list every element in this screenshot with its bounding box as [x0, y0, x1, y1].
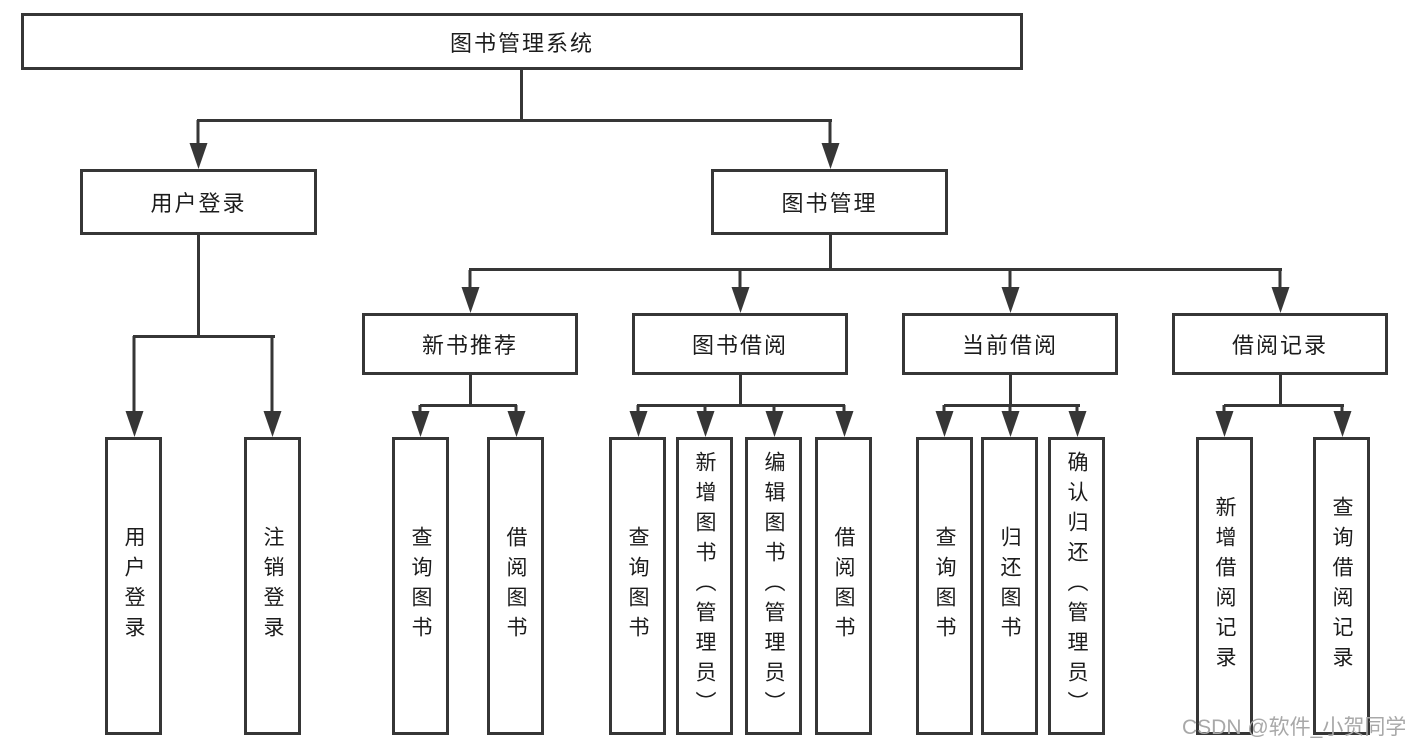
connector-arrow — [1222, 405, 1226, 411]
connector-arrow — [942, 405, 946, 411]
node-user-login: 用户登录 — [80, 169, 317, 235]
leaf-user-login: 用户登录 — [105, 437, 162, 735]
connector-records-branch — [1224, 404, 1344, 407]
connector-arrow — [270, 336, 274, 411]
connector-book-mgmt-stem — [829, 235, 832, 271]
leaf-confirm-return-admin: 确认归还（管理员） — [1048, 437, 1105, 735]
leaf-query-books-borrowing: 查询图书 — [609, 437, 666, 735]
connector-root-branch — [197, 119, 832, 122]
connector-root-stem — [520, 69, 523, 121]
connector-arrow — [738, 270, 742, 287]
connector-arrow — [828, 120, 832, 143]
connector-arrow — [514, 405, 518, 411]
leaf-add-borrow-record: 新增借阅记录 — [1196, 437, 1253, 735]
csdn-watermark: CSDN @软件_小贺同学 — [1182, 716, 1405, 739]
connector-user-login-branch — [133, 335, 275, 338]
connector-arrow — [132, 336, 136, 411]
leaf-borrow-books-recommend: 借阅图书 — [487, 437, 544, 735]
connector-recommend-branch — [420, 404, 517, 407]
connector-user-login-stem — [197, 235, 200, 337]
connector-current-branch — [944, 404, 1080, 407]
connector-arrow — [196, 120, 200, 143]
connector-arrow — [1340, 405, 1344, 411]
leaf-add-books-admin: 新增图书（管理员） — [676, 437, 733, 735]
connector-arrow — [468, 270, 472, 287]
connector-arrow — [418, 405, 422, 411]
connector-borrowing-branch — [637, 404, 845, 407]
connector-arrow — [1075, 405, 1079, 411]
connector-arrow — [1008, 405, 1012, 411]
connector-current-stem — [1009, 375, 1012, 406]
leaf-query-books-recommend: 查询图书 — [392, 437, 449, 735]
leaf-query-borrow-record: 查询借阅记录 — [1313, 437, 1370, 735]
node-new-book-recommendation: 新书推荐 — [362, 313, 578, 375]
leaf-query-books-current: 查询图书 — [916, 437, 973, 735]
connector-arrow — [772, 405, 776, 411]
leaf-borrow-books-borrowing: 借阅图书 — [815, 437, 872, 735]
leaf-return-books: 归还图书 — [981, 437, 1038, 735]
connector-records-stem — [1279, 375, 1282, 406]
node-borrowing-records: 借阅记录 — [1172, 313, 1388, 375]
connector-book-mgmt-branch — [469, 268, 1282, 271]
connector-borrowing-stem — [739, 375, 742, 406]
leaf-logout: 注销登录 — [244, 437, 301, 735]
connector-arrow — [842, 405, 846, 411]
connector-arrow — [1008, 270, 1012, 287]
connector-arrow — [703, 405, 707, 411]
node-library-management-system: 图书管理系统 — [21, 13, 1023, 70]
node-book-management: 图书管理 — [711, 169, 948, 235]
node-book-borrowing: 图书借阅 — [632, 313, 848, 375]
connector-arrow — [1278, 270, 1282, 287]
leaf-edit-books-admin: 编辑图书（管理员） — [745, 437, 802, 735]
node-current-borrowing: 当前借阅 — [902, 313, 1118, 375]
connector-arrow — [636, 405, 640, 411]
connector-recommend-stem — [469, 375, 472, 406]
